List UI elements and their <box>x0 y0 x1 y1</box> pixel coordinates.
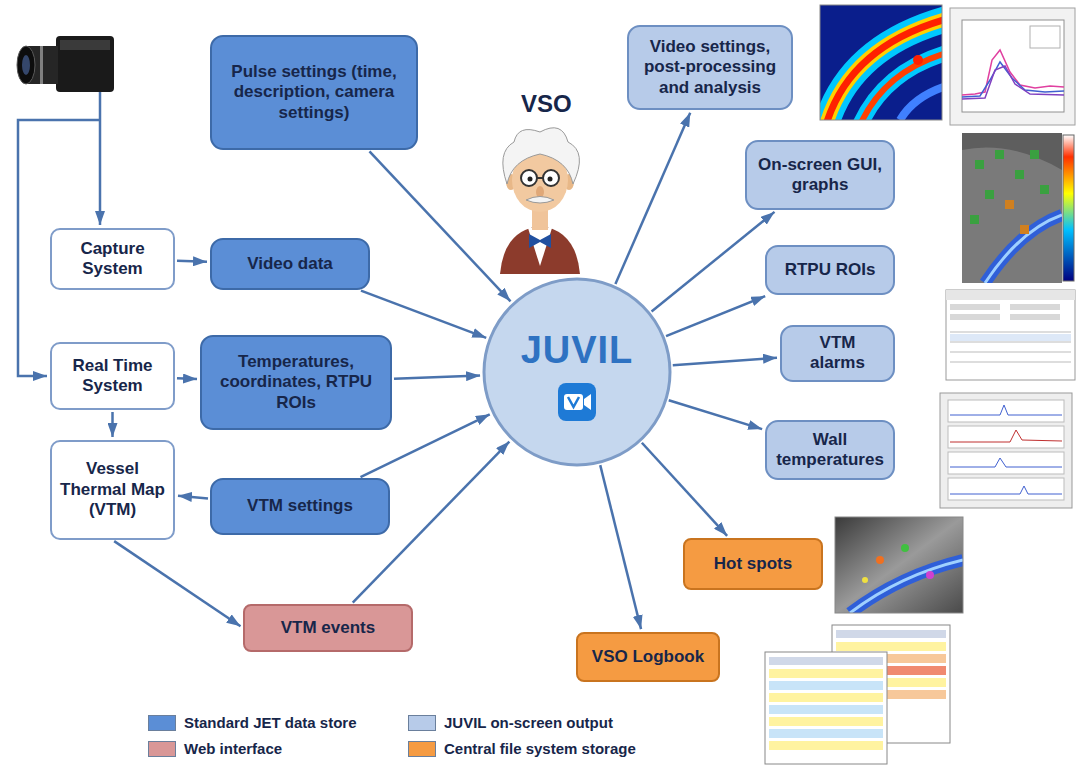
flow-arrow <box>600 465 641 629</box>
flow-arrow <box>673 358 777 365</box>
hub-circle-shape <box>482 277 672 467</box>
file-storage-box: Hot spots <box>683 538 823 590</box>
hot-spot-image <box>835 517 963 613</box>
node-text: Pulse settings (time, description, camer… <box>220 62 408 123</box>
hub-title: JUVIL <box>521 328 634 374</box>
flow-arrow <box>177 260 207 263</box>
vso-character <box>500 128 580 274</box>
output-box: Wall temperatures <box>765 420 895 480</box>
thermal-image <box>820 5 942 120</box>
flow-arrow <box>394 376 480 379</box>
output-box: VTM alarms <box>780 325 895 382</box>
node-text: VTM events <box>281 618 375 638</box>
video-icon <box>557 382 597 422</box>
node-text: Wall temperatures <box>775 430 885 471</box>
node-text: Real Time System <box>60 356 165 397</box>
node-text: VTM alarms <box>790 333 885 374</box>
legend-entry: Standard JET data store <box>148 714 357 731</box>
flow-arrow <box>652 212 775 312</box>
legend-swatch <box>148 715 176 731</box>
flow-arrow <box>666 296 765 336</box>
file-storage-box: VSO Logbook <box>576 632 720 682</box>
legend-text: Standard JET data store <box>184 714 357 731</box>
legend-entry: JUVIL on-screen output <box>408 714 613 731</box>
charts-screenshot <box>940 393 1072 508</box>
node-text: VTM settings <box>247 496 353 516</box>
node-text: Vessel Thermal Map (VTM) <box>60 459 165 520</box>
system-box: Capture System <box>50 228 175 290</box>
role-label: VSO <box>521 90 572 118</box>
data-store-box: VTM settings <box>210 478 390 535</box>
legend-text: JUVIL on-screen output <box>444 714 613 731</box>
camera-view-image <box>962 133 1074 283</box>
system-box: Vessel Thermal Map (VTM) <box>50 440 175 540</box>
graph-screenshot <box>950 8 1075 125</box>
image-frame <box>820 5 942 120</box>
node-text: Temperatures, coordinates, RTPU ROIs <box>210 352 382 413</box>
hub-circle: JUVIL <box>482 277 672 467</box>
flow-arrow <box>111 412 114 437</box>
legend-swatch <box>408 741 436 757</box>
node-text: Video data <box>247 254 333 274</box>
flow-arrow <box>669 400 762 429</box>
system-box: Real Time System <box>50 342 175 410</box>
flow-arrow <box>177 377 197 380</box>
node-text: Hot spots <box>714 554 792 574</box>
flow-arrow <box>615 113 690 284</box>
legend-entry: Web interface <box>148 740 282 757</box>
logbook-screenshot <box>765 625 950 764</box>
node-text: RTPU ROIs <box>785 260 876 280</box>
node-text: Capture System <box>60 239 165 280</box>
output-box: Video settings, post-processing and anal… <box>627 25 793 110</box>
output-box: RTPU ROIs <box>765 245 895 295</box>
web-interface-box: VTM events <box>243 604 413 652</box>
data-store-box: Video data <box>210 238 370 290</box>
flow-arrow <box>642 443 727 536</box>
legend-text: Web interface <box>184 740 282 757</box>
legend-text: Central file system storage <box>444 740 636 757</box>
flow-arrow <box>178 496 208 499</box>
legend-swatch <box>408 715 436 731</box>
legend-swatch <box>148 741 176 757</box>
flow-arrow <box>361 291 486 338</box>
data-store-box: Temperatures, coordinates, RTPU ROIs <box>200 335 392 430</box>
camera-icon <box>17 36 114 92</box>
data-store-box: Pulse settings (time, description, camer… <box>210 35 418 150</box>
legend-entry: Central file system storage <box>408 740 636 757</box>
flow-arrow <box>369 151 510 301</box>
node-text: VSO Logbook <box>592 647 704 667</box>
output-box: On-screen GUI, graphs <box>745 140 895 210</box>
node-text: Video settings, post-processing and anal… <box>637 37 783 98</box>
node-text: On-screen GUI, graphs <box>755 155 885 196</box>
flow-arrow <box>114 541 240 626</box>
table-screenshot <box>946 290 1075 380</box>
